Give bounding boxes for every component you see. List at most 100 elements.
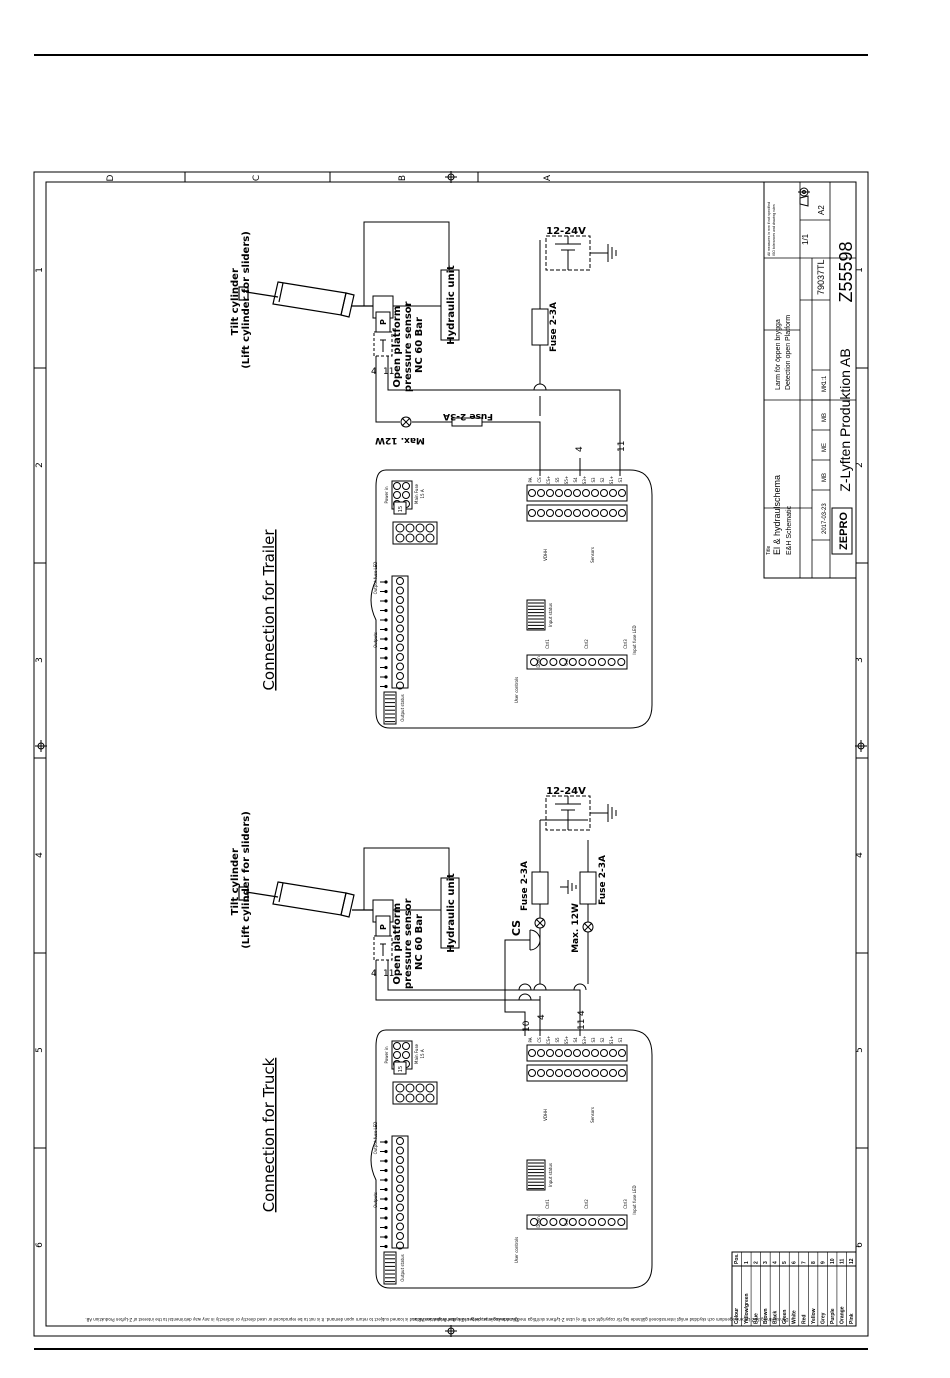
colour-row-name: Grey <box>820 1312 826 1324</box>
sensor-row-label: CS <box>537 1037 542 1043</box>
colour-table-outline <box>731 1251 857 1327</box>
polarity-terminal <box>395 533 405 543</box>
output-terminal <box>396 577 404 585</box>
top-rule <box>34 54 868 56</box>
output-fuse-led-label: Output fuse LED <box>373 562 378 595</box>
output-terminal <box>396 653 404 661</box>
colour-row-name: Pink <box>849 1313 855 1324</box>
sensors-label: Sensors <box>590 547 595 563</box>
sensor-row-label: S5 <box>555 477 560 483</box>
output-terminal <box>396 1156 404 1164</box>
lamp-symbol <box>534 917 594 933</box>
output-fuse-led-label: Output fuse LED <box>373 1122 378 1155</box>
power-terminal <box>393 1051 401 1059</box>
sensor-terminal <box>564 1069 572 1077</box>
ctrl2-label: Ctrl2 <box>584 639 589 649</box>
colour-row-name: Orange <box>839 1306 845 1324</box>
polarity-terminal <box>395 1093 405 1103</box>
trailer-circuit: Connection for Trailer Tilt cylinder (Li… <box>230 221 653 729</box>
sensor-terminal <box>537 1049 545 1057</box>
truck-heading: Connection for Truck <box>260 1057 278 1212</box>
polarity-terminal <box>415 533 425 543</box>
sensor-row-label: CS+ <box>546 1036 551 1045</box>
sensor-row-label: PA <box>528 1037 533 1042</box>
polarity-terminal <box>425 1093 435 1103</box>
colour-head-colour: Colour <box>734 1308 740 1324</box>
user-control-terminal <box>549 1218 558 1226</box>
wire-number: 11 <box>383 969 394 979</box>
user-control-terminal <box>617 1218 626 1226</box>
sensor-terminal <box>573 489 581 497</box>
footnote-english: This drawing is property of Z-Lyften Pro… <box>85 1317 520 1322</box>
zepro-logo <box>831 507 853 555</box>
sensor-terminal <box>564 509 572 517</box>
sensor-terminal-block <box>526 484 628 502</box>
wire-number: 10 <box>522 1020 532 1032</box>
user-control-terminal <box>607 658 616 666</box>
wire-colour-table: Pos.Colour1Yellow/green2Blue3Brown4Black… <box>731 1251 857 1327</box>
user-controls-label: User controls <box>514 1237 519 1263</box>
sensor-terminal <box>600 1049 608 1057</box>
power-terminal <box>393 482 401 490</box>
power-in-label: Power in <box>384 1046 389 1063</box>
revision: MK <box>822 383 828 392</box>
output-terminal <box>396 1213 404 1221</box>
sensor-terminal <box>564 489 572 497</box>
frame-number: 3 <box>35 657 45 663</box>
sensor-terminal <box>609 1069 617 1077</box>
sensor-terminal <box>528 1049 536 1057</box>
outputs-label: Outputs <box>373 632 378 648</box>
sensor-terminal <box>573 509 581 517</box>
colour-row-name: Brown <box>763 1308 769 1324</box>
sensor-terminal <box>537 509 545 517</box>
sensor-terminal-block-2 <box>526 504 628 522</box>
sensor-row-label: S1 <box>618 1037 623 1043</box>
standard-note: ISO tolerances and drawing rules <box>772 204 776 256</box>
user-control-terminal <box>607 1218 616 1226</box>
frame-number: 2 <box>35 462 45 468</box>
frame-number: 4 <box>855 852 865 858</box>
colour-head-pos: Pos. <box>734 1253 740 1264</box>
input-status-label: Input status <box>548 603 553 627</box>
sensor-terminal <box>582 1049 590 1057</box>
ctrl3-label: Ctrl3 <box>623 639 628 649</box>
sensor-terminal <box>582 489 590 497</box>
board-outline <box>370 1029 653 1289</box>
sensor-label: Open platform pressure sensor NC 60 Bar <box>392 298 425 392</box>
sensor-terminal <box>546 489 554 497</box>
frame-number: 6 <box>855 1242 865 1248</box>
output-terminal <box>396 1194 404 1202</box>
power-terminal <box>402 1042 410 1050</box>
sensor-terminal <box>537 1069 545 1077</box>
user-control-terminal <box>588 658 597 666</box>
sensor-row-label: CS <box>537 477 542 483</box>
lamp-label: Max. 12W <box>375 435 425 445</box>
output-terminal-block <box>391 575 409 689</box>
main-fuse-marker <box>393 501 407 515</box>
output-terminal <box>396 1241 404 1250</box>
output-terminal <box>396 624 404 633</box>
sensor-terminal <box>555 509 563 517</box>
polarity-terminal <box>405 533 415 543</box>
approved-by: MB <box>822 413 828 422</box>
sensor-terminal <box>591 1049 599 1057</box>
frame-letter: C <box>252 175 262 181</box>
output-terminal <box>396 596 404 604</box>
user-control-terminal <box>578 658 587 666</box>
polarity-terminal <box>395 523 405 533</box>
vdhh-label: VDHH <box>543 549 548 561</box>
frame-number: 6 <box>35 1242 45 1248</box>
main-fuse-label: Main Fuse <box>414 1043 419 1064</box>
main-fuse-marker <box>393 1061 407 1075</box>
pump-block <box>372 295 394 357</box>
sensor-row-label: S3 <box>591 1037 596 1043</box>
polarity-terminal <box>415 523 425 533</box>
sensor-terminal <box>528 489 536 497</box>
sensor-terminal <box>528 509 536 517</box>
ctrl2-label: Ctrl2 <box>584 1199 589 1209</box>
fuse-label: Fuse 2-3A <box>598 855 608 905</box>
sensor-terminal <box>609 489 617 497</box>
power-terminal <box>402 491 410 499</box>
sensor-row-label: S1+ <box>609 476 614 484</box>
